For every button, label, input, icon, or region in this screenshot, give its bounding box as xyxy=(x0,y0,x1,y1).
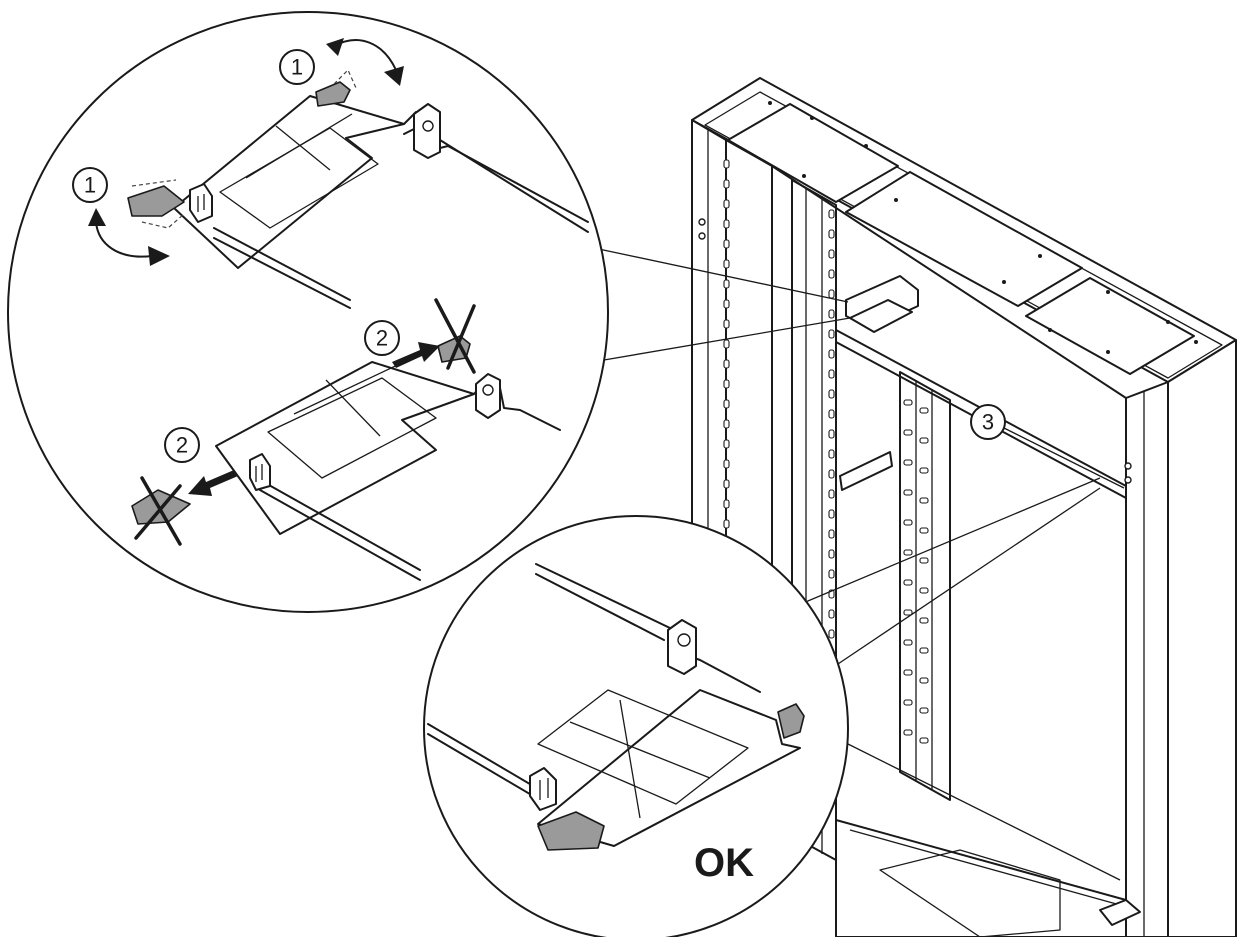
baffle-panel xyxy=(173,95,405,269)
baffle-upper xyxy=(88,38,589,309)
callout-step-2: 2 xyxy=(364,320,400,356)
rack-air-baffle-installed xyxy=(849,299,913,333)
detail-circle xyxy=(423,515,849,937)
rack-side-panel xyxy=(1167,339,1237,937)
baffle-clip xyxy=(529,767,557,811)
detail-circle xyxy=(7,11,609,613)
rack-vent-plate xyxy=(727,103,899,203)
rack-rail-bracket xyxy=(839,451,893,491)
callout-step-2: 2 xyxy=(164,427,200,463)
callout-step-3: 3 xyxy=(970,404,1125,489)
cross-mark xyxy=(434,298,476,374)
rack-cabinet xyxy=(691,77,1237,937)
rack-screw xyxy=(810,116,814,120)
rack-hole-column xyxy=(903,399,929,744)
rail-mount-tab xyxy=(667,619,697,675)
rail-mount-tab xyxy=(475,373,501,419)
baffle-installed xyxy=(537,689,801,847)
baffle-clip xyxy=(189,183,213,223)
callout-label: 3 xyxy=(982,410,994,435)
callout-step-1: 1 xyxy=(72,167,108,203)
rack-screw xyxy=(1194,340,1198,344)
rack-screw xyxy=(1038,254,1042,258)
rack-screw xyxy=(1002,280,1006,284)
callout-label: 1 xyxy=(291,55,303,80)
baffle-clip xyxy=(249,453,271,491)
zoom-connectors xyxy=(593,247,1101,669)
baffle-lower xyxy=(131,298,561,581)
detail-view-removal: 1 1 2 2 xyxy=(7,11,609,613)
detail-view-installed: OK xyxy=(423,515,849,937)
rack-screw xyxy=(768,101,772,105)
rack-right-post xyxy=(1125,381,1169,937)
rack-base xyxy=(835,819,1127,937)
rack-screw xyxy=(1048,328,1052,332)
rack-vent-plate xyxy=(1025,277,1195,375)
arrow-icon xyxy=(392,342,440,368)
arrow-icon xyxy=(188,470,238,496)
callout-label: 2 xyxy=(376,326,388,351)
baffle-tab-grey xyxy=(127,185,185,217)
baffle-tab-grey xyxy=(315,81,351,107)
baffle-tab-grey xyxy=(537,811,605,851)
baffle-tab-grey xyxy=(777,703,805,739)
rack-screw xyxy=(1106,290,1110,294)
rack-foot xyxy=(1099,899,1141,926)
rack-screw xyxy=(864,144,868,148)
callout-label: 2 xyxy=(176,433,188,458)
ok-label: OK xyxy=(694,841,754,885)
rack-screw xyxy=(802,174,806,178)
rack-screw xyxy=(1166,320,1170,324)
rack-rear-rail xyxy=(899,371,951,801)
callout-step-1: 1 xyxy=(279,49,315,85)
callout-label: 1 xyxy=(84,173,96,198)
rack-screw xyxy=(894,198,898,202)
rack-vent-plate xyxy=(845,171,1083,307)
rack-screw xyxy=(1106,350,1110,354)
